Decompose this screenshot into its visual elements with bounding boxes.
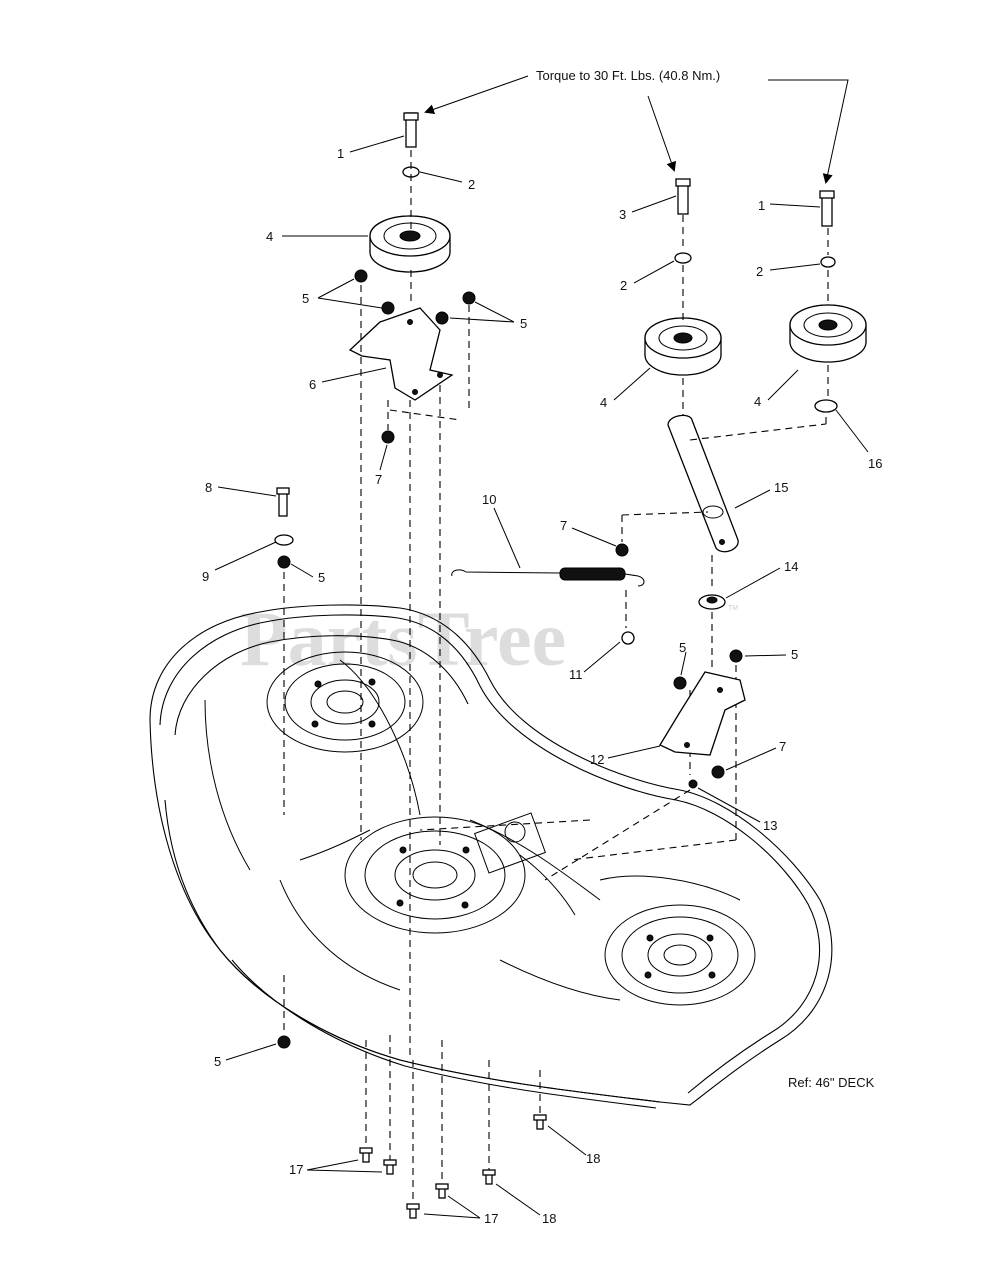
callout-label: 5 [791,647,798,662]
screw-18 [482,1169,496,1185]
locknut-7-right [711,765,725,779]
locknut-7-mid [615,543,629,557]
callout-label: 14 [784,559,798,574]
callout-label: 8 [205,480,212,495]
callout-label: 17 [289,1162,303,1177]
callout-label: 2 [756,264,763,279]
callout-label: 11 [569,667,583,682]
callout-label: 5 [302,291,309,306]
callout-label: 4 [754,394,761,409]
callout-label: 3 [619,207,626,222]
bracket-12 [659,671,746,756]
callout-label: 7 [560,518,567,533]
callout-label: 1 [758,198,765,213]
deck-reference-note: Ref: 46" DECK [788,1075,875,1090]
mower-deck [149,604,833,1109]
callout-label: 4 [266,229,273,244]
callout-label: 15 [774,480,788,495]
callout-label: 18 [586,1151,600,1166]
bushing-14 [698,594,726,610]
callout-label: 12 [590,752,604,767]
nut-5 [462,291,476,305]
screw-17 [406,1203,420,1219]
watermark: PartsTree [240,595,566,682]
pulley-4-mid [644,317,722,376]
bolt-13 [688,779,698,789]
callout-label: 17 [484,1211,498,1226]
nut-5 [673,676,687,690]
left-idler-assembly [348,112,476,444]
nut-5 [381,301,395,315]
callout-label: 10 [482,492,496,507]
pulley-4-left [369,215,451,273]
idler-arm-15 [667,414,739,553]
callout-label: 2 [620,278,627,293]
nut-11 [621,631,635,645]
callout-label: 5 [318,570,325,585]
callout-label: 4 [600,395,607,410]
nut-5 [729,649,743,663]
washer-2-mid [674,252,692,264]
spring-10 [451,567,645,587]
callout-label: 6 [309,377,316,392]
leader-lines [214,135,869,1219]
nut-5 [435,311,449,325]
callout-label: 5 [679,640,686,655]
callout-label: 5 [214,1054,221,1069]
callout-label: 1 [337,146,344,161]
callout-label: 5 [520,316,527,331]
nut-5-bottom [277,1035,291,1049]
nut-5 [354,269,368,283]
washer-2-right [820,256,836,268]
spacer-16 [814,399,838,413]
callout-label: 16 [868,456,882,471]
washer-9 [274,534,294,546]
callout-label: 13 [763,818,777,833]
screw-17 [435,1183,449,1199]
callout-labels: 1 2 4 5 5 6 7 8 9 5 3 2 4 1 2 4 16 15 10… [202,146,882,1226]
screw-18 [533,1114,547,1130]
callout-label: 7 [779,739,786,754]
callout-label: 2 [468,177,475,192]
locknut-7-left [381,430,395,444]
nut-5 [277,555,291,569]
callout-label: 7 [375,472,382,487]
screw-17 [359,1147,373,1163]
screw-17 [383,1159,397,1175]
torque-note: Torque to 30 Ft. Lbs. (40.8 Nm.) [536,68,720,83]
pulley-4-right [789,304,867,363]
bracket-6 [348,307,454,401]
callout-label: 18 [542,1211,556,1226]
torque-arrows [424,75,849,184]
watermark-trademark: TM [728,605,738,612]
callout-label: 9 [202,569,209,584]
